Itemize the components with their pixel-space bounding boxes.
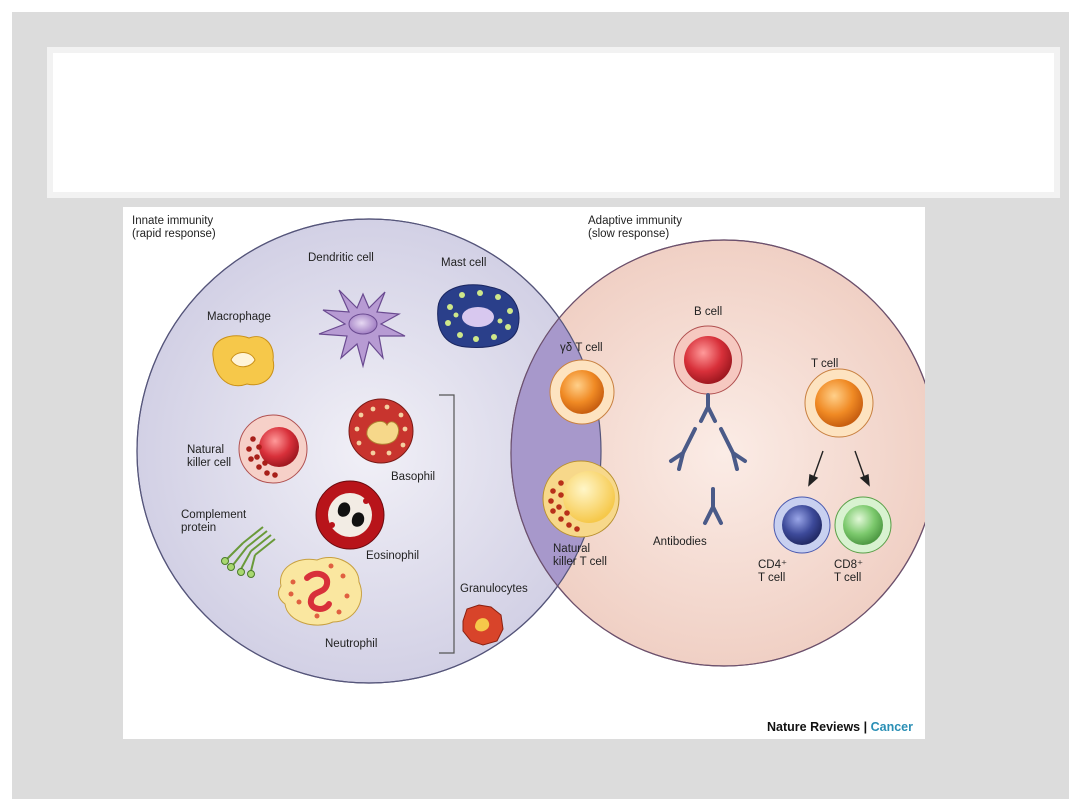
title-placeholder[interactable] xyxy=(47,47,1060,198)
innate-subheading: (rapid response) xyxy=(132,228,216,240)
differentiation-arrows xyxy=(808,450,870,487)
gd-t-cell-icon xyxy=(549,359,615,425)
mast-cell-icon xyxy=(437,284,520,348)
dendritic-cell-icon xyxy=(318,289,406,369)
nk-cell-icon xyxy=(238,414,308,484)
mast-cell-label: Mast cell xyxy=(441,257,487,269)
gd-t-cell-label: γδ T cell xyxy=(560,342,603,354)
basophil-label: Basophil xyxy=(391,471,436,483)
neutrophil-icon xyxy=(277,556,362,626)
granulocytes-bracket xyxy=(439,394,455,654)
basophil-icon xyxy=(348,398,414,464)
credit-journal: Nature Reviews xyxy=(767,720,861,734)
t-cell-icon xyxy=(804,368,874,438)
innate-heading: Innate immunity xyxy=(132,215,214,227)
venn-diagram xyxy=(136,218,925,684)
dendritic-cell-label: Dendritic cell xyxy=(308,252,374,264)
eosinophil-icon xyxy=(315,480,385,550)
macrophage-icon xyxy=(212,335,275,387)
granulocyte-icon xyxy=(462,604,504,646)
b-cell-label: B cell xyxy=(694,306,723,318)
figure-credit: Nature Reviews | Cancer xyxy=(767,720,913,734)
adaptive-heading: Adaptive immunity xyxy=(588,215,682,227)
complement-label-1: Complement xyxy=(181,509,247,521)
antibodies-icon xyxy=(669,393,747,525)
neutrophil-label: Neutrophil xyxy=(325,638,378,650)
nk-cell-label-1: Natural xyxy=(187,444,225,456)
credit-separator: | xyxy=(863,720,868,734)
b-cell-icon xyxy=(673,325,743,395)
antibodies-label: Antibodies xyxy=(653,536,707,548)
nkt-cell-label-2: killer T cell xyxy=(553,556,607,568)
cd8-label-1: CD8⁺ xyxy=(834,559,864,571)
complement-label-2: protein xyxy=(181,522,217,534)
nkt-cell-icon xyxy=(542,460,620,538)
nk-cell-label-2: killer cell xyxy=(187,457,232,469)
nkt-cell-label-1: Natural xyxy=(553,543,591,555)
cd8-t-cell-icon xyxy=(834,496,892,554)
cd4-label-2: T cell xyxy=(758,572,786,584)
immunity-venn-figure: Innate immunity (rapid response) Adaptiv… xyxy=(123,207,925,739)
adaptive-subheading: (slow response) xyxy=(588,228,670,240)
cd4-label-1: CD4⁺ xyxy=(758,559,788,571)
granulocytes-label: Granulocytes xyxy=(460,583,528,595)
cd4-t-cell-icon xyxy=(773,496,831,554)
macrophage-label: Macrophage xyxy=(207,311,271,323)
credit-section: Cancer xyxy=(870,720,913,734)
t-cell-label: T cell xyxy=(811,358,839,370)
eosinophil-label: Eosinophil xyxy=(366,550,420,562)
complement-protein-icon xyxy=(221,526,276,578)
cd8-label-2: T cell xyxy=(834,572,862,584)
